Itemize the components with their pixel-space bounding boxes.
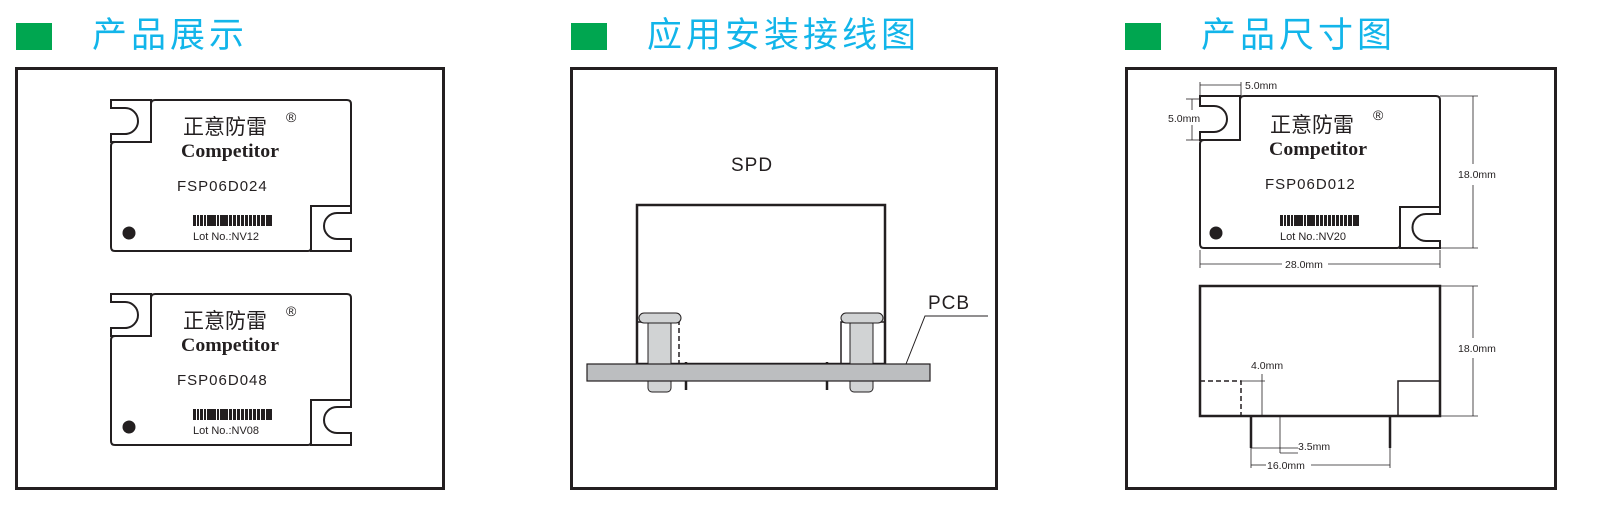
pcb-leader-line [905, 315, 988, 365]
model-number: FSP06D012 [1265, 176, 1356, 193]
barcode-icon [1280, 215, 1359, 226]
spd-label: SPD [731, 155, 773, 176]
section-title: 产品尺寸图 [1201, 16, 1397, 56]
mounting-dot-icon [122, 226, 136, 240]
lot-number: Lot No.:NV20 [1280, 231, 1346, 243]
dim-height-top: 18.0mm [1458, 169, 1496, 181]
brand-en: Competitor [181, 335, 280, 356]
section-header-product-display: 产品展示 [16, 14, 248, 58]
dim-height-side: 18.0mm [1458, 343, 1496, 355]
dim-pin-offset: 4.0mm [1251, 360, 1283, 372]
brand-en: Competitor [181, 141, 280, 162]
registered-mark: ® [286, 109, 297, 125]
lot-number: Lot No.:NV12 [193, 231, 259, 243]
brand-cn: 正意防雷 [1270, 113, 1354, 137]
brand-cn: 正意防雷 [183, 309, 267, 333]
dimension-lines-side [1241, 285, 1478, 468]
green-square-icon [571, 22, 607, 50]
pcb-board [586, 363, 931, 382]
module-top-view: 正意防雷 ® Competitor FSP06D012 Lot No.:NV20 [1199, 95, 1441, 249]
dim-notch-width: 5.0mm [1245, 80, 1277, 92]
installation-drawing: SPD PCB [586, 155, 988, 393]
dim-pin-spacing: 16.0mm [1267, 460, 1305, 472]
section-header-dimensions: 产品尺寸图 [1125, 14, 1396, 58]
model-number: FSP06D024 [177, 178, 268, 195]
mounting-dot-icon [122, 420, 136, 434]
section-title: 产品展示 [92, 16, 249, 56]
barcode-icon [193, 409, 272, 420]
green-square-icon [1125, 22, 1161, 50]
module-card: 正意防雷 ® Competitor FSP06D048 Lot No.:NV08 [110, 293, 352, 446]
installation-panel: SPD PCB [570, 67, 998, 490]
registered-mark: ® [1373, 107, 1384, 123]
mounting-dot-icon [1209, 226, 1223, 240]
model-number: FSP06D048 [177, 372, 268, 389]
registered-mark: ® [286, 303, 297, 319]
section-header-installation: 应用安装接线图 [571, 14, 920, 58]
green-square-icon [16, 22, 52, 50]
brand-en: Competitor [1269, 139, 1368, 160]
dim-pin-length: 3.5mm [1298, 441, 1330, 453]
spd-body [635, 203, 887, 366]
lot-number: Lot No.:NV08 [193, 425, 259, 437]
product-display-panel: 正意防雷 ® Competitor FSP06D024 Lot No.:NV12… [15, 67, 445, 490]
dimensions-drawing: 正意防雷 ® Competitor FSP06D012 Lot No.:NV20… [1168, 80, 1496, 472]
pcb-label: PCB [928, 293, 970, 314]
dimensions-panel: 正意防雷 ® Competitor FSP06D012 Lot No.:NV20… [1125, 67, 1557, 490]
brand-cn: 正意防雷 [183, 115, 267, 139]
dimension-lines-top [1186, 82, 1478, 268]
product-display-drawing: 正意防雷 ® Competitor FSP06D024 Lot No.:NV12… [110, 99, 352, 446]
dim-width: 28.0mm [1285, 259, 1323, 271]
module-card: 正意防雷 ® Competitor FSP06D024 Lot No.:NV12 [110, 99, 352, 252]
module-side-view [1198, 284, 1442, 448]
section-title: 应用安装接线图 [647, 16, 921, 56]
dim-notch-height: 5.0mm [1168, 113, 1200, 125]
barcode-icon [193, 215, 272, 226]
